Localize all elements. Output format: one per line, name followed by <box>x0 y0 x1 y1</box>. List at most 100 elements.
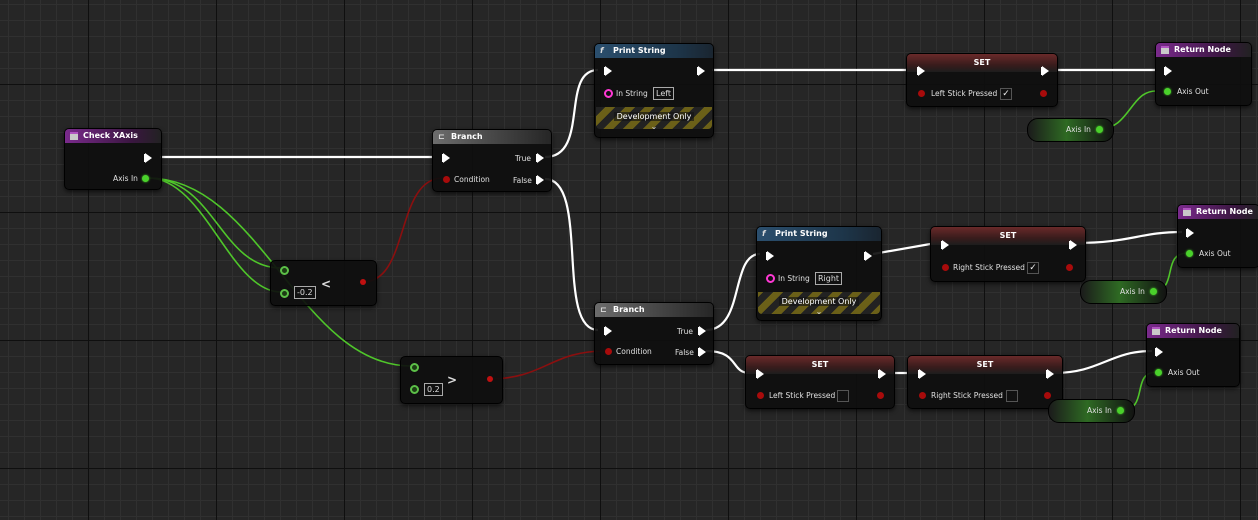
true-label: True <box>515 154 531 163</box>
set-node-1[interactable]: SET Left Stick Pressed ✓ <box>906 53 1058 107</box>
branch-title-1: Branch <box>451 132 483 141</box>
function-entry-icon <box>70 132 78 140</box>
return-node-2[interactable]: Return Node Axis Out <box>1177 204 1258 268</box>
variable-input-pin[interactable] <box>942 264 949 271</box>
exec-in-pin[interactable] <box>766 251 774 261</box>
return-node-1[interactable]: Return Node Axis Out <box>1155 42 1252 106</box>
less-result-pin[interactable] <box>360 279 366 285</box>
exec-in-pin[interactable] <box>1164 66 1172 76</box>
less-than-node[interactable]: -0.2 < <box>270 260 377 306</box>
check-xaxis-node[interactable]: Check XAxis Axis In <box>64 128 162 190</box>
branch-header-1: ⊏ Branch <box>433 130 551 144</box>
axis-in-pin[interactable] <box>142 175 149 182</box>
branch-node-1[interactable]: ⊏ Branch True Condition False <box>432 129 552 192</box>
variable-label: Right Stick Pressed <box>953 263 1025 272</box>
greater-than-node[interactable]: 0.2 > <box>400 356 503 404</box>
set-header-2: SET <box>931 227 1085 245</box>
print-string-title-2: Print String <box>775 229 828 238</box>
condition-pin[interactable] <box>605 348 612 355</box>
false-exec-pin[interactable] <box>698 347 706 357</box>
axis-in-getter-1[interactable]: Axis In <box>1027 118 1114 142</box>
variable-output-pin[interactable] <box>877 392 884 399</box>
exec-in-pin[interactable] <box>1155 347 1163 357</box>
exec-in-pin[interactable] <box>918 369 926 379</box>
in-string-pin[interactable] <box>604 89 613 98</box>
less-value-field[interactable]: -0.2 <box>294 286 316 299</box>
exec-out-pin[interactable] <box>1041 66 1049 76</box>
exec-in-pin[interactable] <box>604 326 612 336</box>
axis-out-pin[interactable] <box>1186 250 1193 257</box>
condition-label: Condition <box>454 175 490 184</box>
axis-in-getter-pin[interactable] <box>1096 126 1103 133</box>
variable-checkbox[interactable]: ✓ <box>1027 262 1039 274</box>
variable-label: Right Stick Pressed <box>931 391 1003 400</box>
set-header-1: SET <box>907 54 1057 72</box>
exec-wire <box>872 241 937 256</box>
exec-out-pin[interactable] <box>1069 240 1077 250</box>
axis-out-pin[interactable] <box>1155 369 1162 376</box>
axis-out-label: Axis Out <box>1177 87 1209 96</box>
exec-in-pin[interactable] <box>941 240 949 250</box>
print-string-node-1[interactable]: f Print String In String Left Developmen… <box>594 43 714 138</box>
exec-out-pin[interactable] <box>878 369 886 379</box>
less-input-b-pin[interactable] <box>280 289 289 298</box>
development-only-label: Development Only <box>613 112 695 121</box>
axis-in-getter-pin[interactable] <box>1117 407 1124 414</box>
exec-in-pin[interactable] <box>917 66 925 76</box>
expand-chevron-icon[interactable]: ⌄ <box>815 307 823 316</box>
exec-out-pin[interactable] <box>864 251 872 261</box>
false-label: False <box>513 176 532 185</box>
return-node-title-2: Return Node <box>1196 207 1253 216</box>
bool-wire <box>362 177 444 283</box>
variable-output-pin[interactable] <box>1066 264 1073 271</box>
print-string-header-2: f Print String <box>757 227 881 241</box>
variable-checkbox[interactable]: ✓ <box>1000 88 1012 100</box>
greater-value-field[interactable]: 0.2 <box>424 383 443 396</box>
greater-input-b-pin[interactable] <box>410 385 419 394</box>
true-exec-pin[interactable] <box>698 326 706 336</box>
variable-output-pin[interactable] <box>1044 392 1051 399</box>
development-only-banner: Development Only ⌄ <box>758 292 880 316</box>
in-string-pin[interactable] <box>766 274 775 283</box>
exec-out-pin[interactable] <box>1046 369 1054 379</box>
set-node-4[interactable]: SET Right Stick Pressed <box>907 355 1063 409</box>
branch-title-2: Branch <box>613 305 645 314</box>
return-node-3[interactable]: Return Node Axis Out <box>1146 323 1240 387</box>
branch-node-2[interactable]: ⊏ Branch True Condition False <box>594 302 714 365</box>
axis-in-getter-label: Axis In <box>1120 287 1145 296</box>
exec-in-pin[interactable] <box>442 153 450 163</box>
in-string-value-field[interactable]: Right <box>815 272 843 285</box>
set-node-3[interactable]: SET Left Stick Pressed <box>745 355 895 409</box>
exec-in-pin[interactable] <box>1186 228 1194 238</box>
axis-in-getter-3[interactable]: Axis In <box>1048 399 1135 423</box>
exec-out-pin[interactable] <box>697 66 705 76</box>
greater-result-pin[interactable] <box>487 376 493 382</box>
exec-in-pin[interactable] <box>756 369 764 379</box>
expand-chevron-icon[interactable]: ⌄ <box>650 122 658 131</box>
print-string-node-2[interactable]: f Print String In String Right Developme… <box>756 226 882 321</box>
exec-wire <box>544 177 599 332</box>
variable-output-pin[interactable] <box>1040 90 1047 97</box>
return-node-title-1: Return Node <box>1174 45 1231 54</box>
condition-label: Condition <box>616 347 652 356</box>
false-exec-pin[interactable] <box>536 175 544 185</box>
variable-input-pin[interactable] <box>757 392 764 399</box>
variable-checkbox[interactable] <box>1006 390 1018 402</box>
greater-input-a-pin[interactable] <box>410 363 419 372</box>
exec-out-pin[interactable] <box>144 153 152 163</box>
axis-in-getter-2[interactable]: Axis In <box>1080 280 1167 304</box>
variable-input-pin[interactable] <box>919 392 926 399</box>
condition-pin[interactable] <box>443 176 450 183</box>
in-string-value-field[interactable]: Left <box>653 87 675 100</box>
check-xaxis-header: Check XAxis <box>65 129 161 143</box>
less-input-a-pin[interactable] <box>280 266 289 275</box>
true-exec-pin[interactable] <box>536 153 544 163</box>
variable-checkbox[interactable] <box>837 390 849 402</box>
variable-input-pin[interactable] <box>918 90 925 97</box>
axis-out-pin[interactable] <box>1164 88 1171 95</box>
axis-in-getter-pin[interactable] <box>1150 288 1157 295</box>
branch-icon: ⊏ <box>438 132 445 141</box>
exec-in-pin[interactable] <box>604 66 612 76</box>
set-node-2[interactable]: SET Right Stick Pressed ✓ <box>930 226 1086 282</box>
float-wire <box>147 177 282 293</box>
